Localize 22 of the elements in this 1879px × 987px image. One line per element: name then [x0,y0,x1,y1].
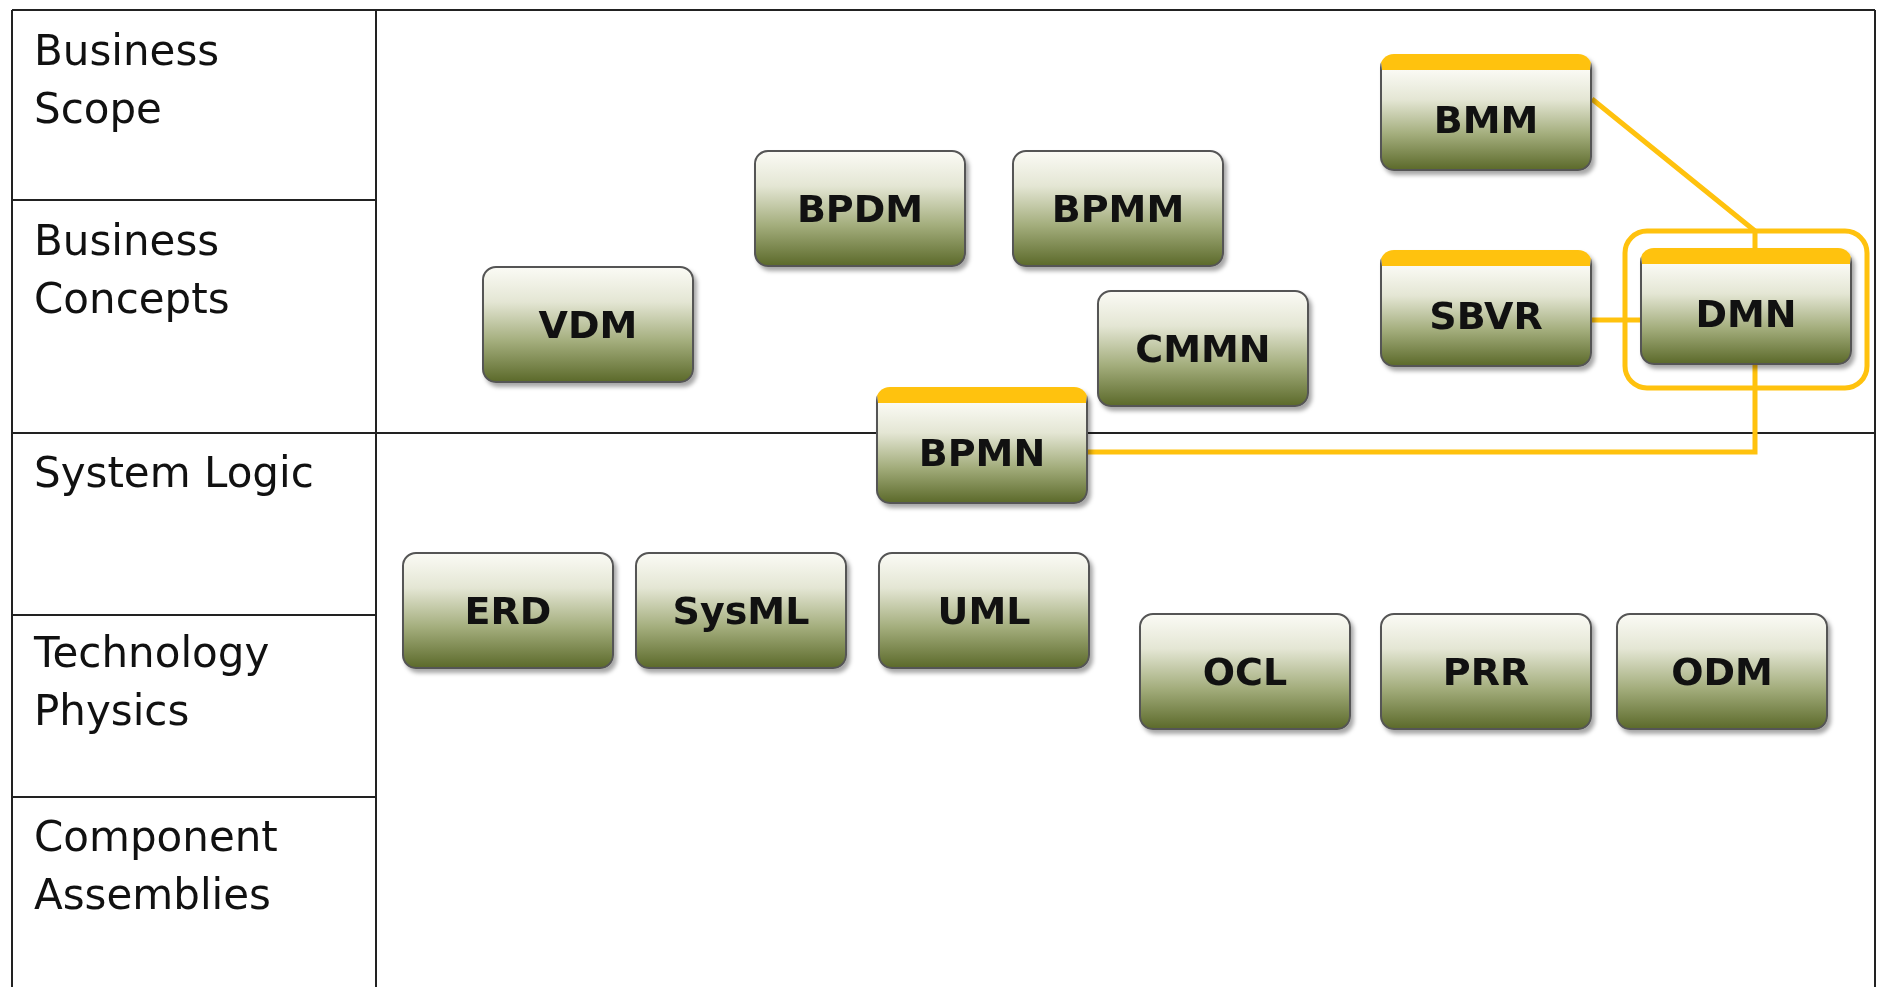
row-heading: Business Concepts [34,215,231,325]
connector-line [1088,365,1758,455]
standard-box: CMMN [1097,290,1309,407]
row-heading: Technology Physics [34,627,271,737]
standard-box: BPMM [1012,150,1224,267]
connector-line [1592,317,1640,323]
standard-box: ODM [1616,613,1828,730]
standard-box: SysML [635,552,847,669]
row-heading: Business Scope [34,25,221,135]
standard-box: OCL [1139,613,1351,730]
standard-box: DMN [1640,248,1852,365]
standard-box: BPDM [754,150,966,267]
standard-box: BMM [1380,54,1592,171]
row-heading: Component Assemblies [34,811,279,921]
standard-box: PRR [1380,613,1592,730]
standard-box: UML [878,552,1090,669]
connector-line [1590,97,1758,248]
standard-box: BPMN [876,387,1088,504]
standard-box: ERD [402,552,614,669]
standard-box: SBVR [1380,250,1592,367]
row-heading: System Logic [34,447,315,499]
standard-box: VDM [482,266,694,383]
